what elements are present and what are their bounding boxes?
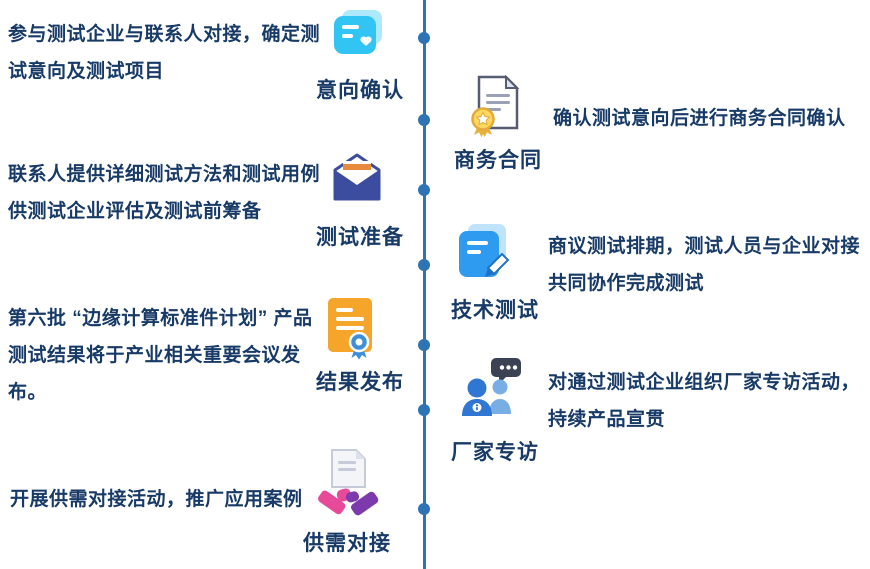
timeline-dot [418,339,430,351]
envelope-paper-icon [332,152,382,207]
timeline-dot [418,184,430,196]
chat-heart-icon [332,10,384,63]
step-interview-desc: 对通过测试企业组织厂家专访活动，持续产品宣贯 [548,372,861,430]
timeline-dot [418,404,430,416]
step-supply-desc: 开展供需对接活动，推广应用案例 [10,489,303,510]
step-prepare-label: 测试准备 [316,226,404,249]
timeline-line [423,0,426,569]
step-result-desc: 第六批 “边缘计算标准件计划” 产品测试结果将于产业相关重要会议发布。 [8,308,313,403]
handshake-icon [316,448,380,521]
step-result-label: 结果发布 [316,371,404,394]
step-intent-label: 意向确认 [316,79,404,102]
step-contract-desc: 确认测试意向后进行商务合同确认 [553,108,846,129]
step-intent-desc: 参与测试企业与联系人对接，确定测试意向及测试项目 [8,24,321,82]
timeline-dot [418,259,430,271]
people-chat-icon [460,356,524,423]
step-interview-label: 厂家专访 [451,441,539,464]
timeline-dot [418,32,430,44]
contract-badge-icon [466,74,524,145]
document-pencil-icon [456,224,512,289]
step-prepare-desc: 联系人提供详细测试方法和测试用例供测试企业评估及测试前筹备 [8,164,321,222]
step-techtest-label: 技术测试 [451,299,539,322]
report-medal-icon [325,296,375,367]
timeline-dot [418,114,430,126]
step-techtest-desc: 商议测试排期，测试人员与企业对接共同协作完成测试 [548,236,861,294]
step-contract-label: 商务合同 [454,149,542,172]
step-supply-label: 供需对接 [303,532,391,555]
timeline-dot [418,503,430,515]
